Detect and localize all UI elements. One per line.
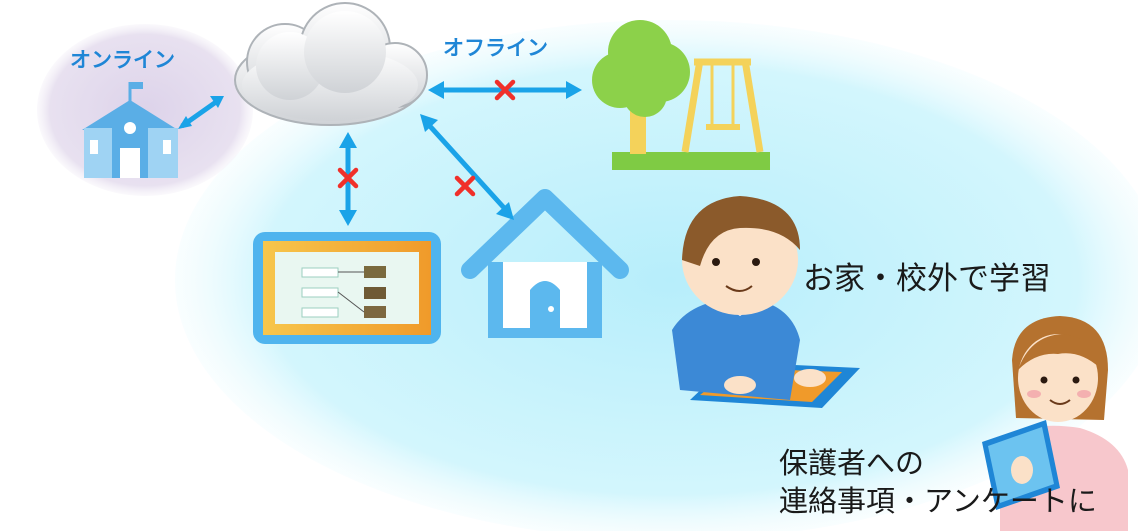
cross-icon xyxy=(337,167,359,189)
arrow-cloud-house xyxy=(420,114,514,220)
home-study-label: お家・校外で学習 xyxy=(803,261,1051,297)
park-icon xyxy=(592,20,770,170)
tablet-icon xyxy=(253,232,441,344)
boy-icon xyxy=(672,196,860,408)
school-icon xyxy=(82,82,178,178)
cloud-icon xyxy=(234,2,428,126)
parents-label: 保護者への 連絡事項・アンケートに xyxy=(779,444,1097,520)
parents-label-line2: 連絡事項・アンケートに xyxy=(779,484,1097,518)
offline-label: オフライン xyxy=(443,36,548,60)
house-icon xyxy=(461,189,629,338)
offline-area xyxy=(175,20,1138,531)
online-label: オンライン xyxy=(70,48,175,72)
cross-icon xyxy=(494,79,516,101)
parents-label-line1: 保護者への xyxy=(779,446,925,480)
mother-icon xyxy=(982,316,1128,531)
arrow-school-cloud xyxy=(178,96,224,129)
cross-icon xyxy=(454,175,476,197)
